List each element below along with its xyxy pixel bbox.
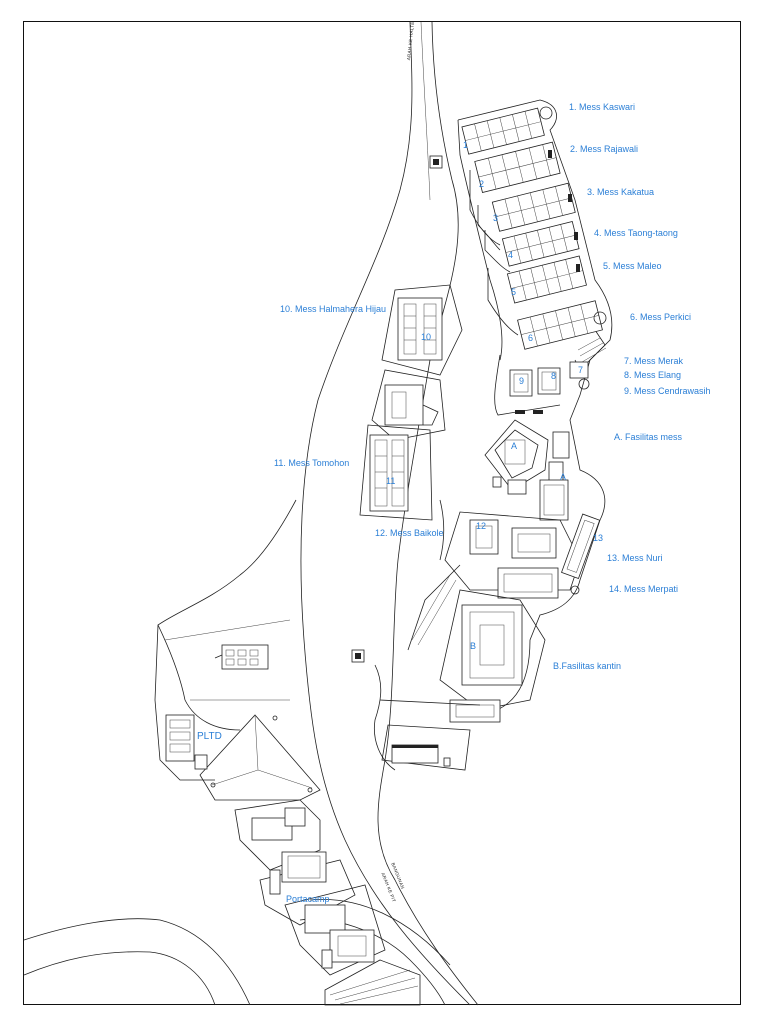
marker-6: 6 [528, 333, 534, 343]
main-road-west-edge [300, 21, 471, 1006]
marker-12: 12 [476, 521, 487, 531]
marker-2: 2 [479, 179, 485, 189]
label-mess-perkici: 6. Mess Perkici [630, 312, 692, 322]
label-mess-elang: 8. Mess Elang [624, 370, 682, 380]
marker-3: 3 [493, 213, 499, 223]
label-mess-tomohon: 11. Mess Tomohon [274, 458, 350, 468]
label-mess-kakatua: 3. Mess Kakatua [587, 187, 655, 197]
label-mess-maleo: 5. Mess Maleo [603, 261, 662, 271]
marker-10: 10 [421, 332, 432, 342]
marker-11: 11 [386, 476, 396, 486]
label-fasilitas-mess: A. Fasilitas mess [614, 432, 683, 442]
label-mess-nuri: 13. Mess Nuri [607, 553, 663, 563]
label-mess-merpati: 14. Mess Merpati [609, 584, 679, 594]
label-mess-taong: 4. Mess Taong-taong [594, 228, 678, 238]
marker-1: 1 [463, 140, 469, 150]
label-mess-merak: 7. Mess Merak [624, 356, 684, 366]
marker-a-1: A [511, 441, 518, 451]
marker-7: 7 [578, 365, 584, 375]
label-mess-baikole: 12. Mess Baikole [375, 528, 444, 538]
marker-5: 5 [511, 287, 517, 297]
main-road-east-edge [377, 21, 479, 1006]
label-mess-rajawali: 2. Mess Rajawali [570, 144, 639, 154]
marker-8: 8 [551, 371, 557, 381]
marker-a-2: A [560, 472, 567, 482]
label-fasilitas-kantin: B.Fasilitas kantin [553, 661, 622, 671]
map-frame [23, 21, 741, 1005]
label-mess-kaswari: 1. Mess Kaswari [569, 102, 636, 112]
label-pltd: PLTD [197, 731, 222, 742]
marker-13: 13 [593, 533, 604, 543]
label-portacamp: Portacamp [286, 894, 330, 904]
label-mess-halmahera: 10. Mess Halmahera Hijau [280, 304, 387, 314]
label-mess-cendrawasih: 9. Mess Cendrawasih [624, 386, 711, 396]
marker-b: B [470, 641, 477, 651]
marker-9: 9 [519, 376, 525, 386]
marker-4: 4 [508, 250, 514, 260]
